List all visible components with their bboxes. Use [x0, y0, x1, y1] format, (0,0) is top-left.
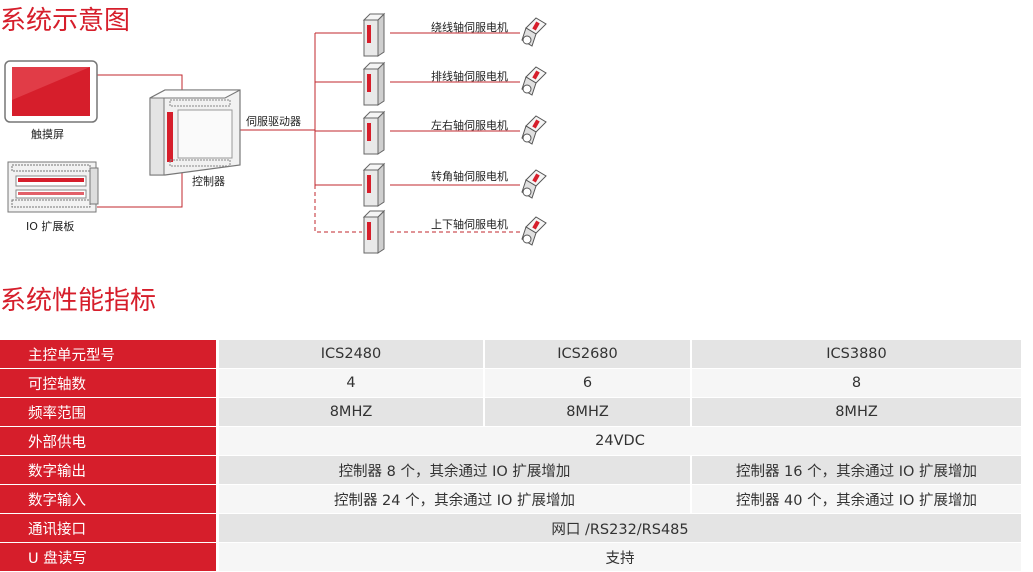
freq-value-3: 8MHZ — [690, 397, 1021, 427]
row-header-frequency: 频率范围 — [0, 397, 219, 427]
row-header-axes: 可控轴数 — [0, 368, 219, 398]
servo-drive-icon-2 — [362, 61, 386, 106]
touchscreen-label: 触摸屏 — [31, 128, 64, 141]
row-header-model: 主控单元型号 — [0, 340, 219, 369]
axes-value-1: 4 — [217, 368, 484, 398]
table-row: 可控轴数 4 6 8 — [0, 368, 1021, 398]
specs-section-title: 系统性能指标 — [0, 286, 157, 316]
io-board-icon — [7, 161, 99, 213]
connection-lines — [97, 32, 520, 233]
system-diagram — [4, 12, 547, 254]
servo-drive-label: 伺服驱动器 — [246, 115, 301, 128]
line-io-controller — [97, 171, 183, 208]
diagram-section-title: 系统示意图 — [0, 6, 131, 36]
freq-value-1: 8MHZ — [217, 397, 484, 427]
motor-label-3: 左右轴伺服电机 — [431, 119, 508, 132]
power-value: 24VDC — [217, 426, 1021, 456]
model-ics2680: ICS2680 — [483, 340, 691, 369]
servo-motor-icon-2 — [521, 66, 547, 96]
controller-icon — [149, 89, 241, 176]
table-row: 数字输出 控制器 8 个，其余通过 IO 扩展增加 控制器 16 个，其余通过 … — [0, 455, 1021, 485]
table-row: 外部供电 24VDC — [0, 426, 1021, 456]
motor-label-4: 转角轴伺服电机 — [431, 170, 508, 183]
servo-motor-icon-3 — [521, 115, 547, 145]
axes-value-2: 6 — [483, 368, 691, 398]
row-header-udisk: U 盘读写 — [0, 542, 219, 572]
freq-value-2: 8MHZ — [483, 397, 691, 427]
udisk-value: 支持 — [217, 542, 1021, 572]
row-header-power: 外部供电 — [0, 426, 219, 456]
servo-motor-icon-4 — [521, 169, 547, 199]
servo-drive-icon-4 — [362, 162, 386, 207]
table-row: 主控单元型号 ICS2480 ICS2680 ICS3880 — [0, 340, 1021, 369]
servo-motor-icon-1 — [521, 17, 547, 47]
io-board-label: IO 扩展板 — [26, 220, 75, 233]
servo-drive-icon-5 — [362, 209, 386, 254]
row-header-communication: 通讯接口 — [0, 513, 219, 543]
model-ics2480: ICS2480 — [217, 340, 484, 369]
servo-drive-icon-1 — [362, 12, 386, 57]
communication-value: 网口 /RS232/RS485 — [217, 513, 1021, 543]
motor-label-5: 上下轴伺服电机 — [431, 218, 508, 231]
table-row: 通讯接口 网口 /RS232/RS485 — [0, 513, 1021, 543]
row-header-digital-output: 数字输出 — [0, 455, 219, 485]
model-ics3880: ICS3880 — [690, 340, 1021, 369]
digital-output-value-b: 控制器 16 个，其余通过 IO 扩展增加 — [690, 455, 1021, 485]
controller-label: 控制器 — [192, 175, 225, 188]
table-row: 数字输入 控制器 24 个，其余通过 IO 扩展增加 控制器 40 个，其余通过… — [0, 484, 1021, 514]
motor-label-2: 排线轴伺服电机 — [431, 70, 508, 83]
optional-bus-line — [314, 185, 362, 233]
table-row: 频率范围 8MHZ 8MHZ 8MHZ — [0, 397, 1021, 427]
servo-motor-icon-5 — [521, 216, 547, 246]
axes-value-3: 8 — [690, 368, 1021, 398]
spec-table: 主控单元型号 ICS2480 ICS2680 ICS3880 可控轴数 4 6 … — [0, 340, 1021, 572]
touchscreen-icon — [4, 60, 98, 123]
digital-input-value-a: 控制器 24 个，其余通过 IO 扩展增加 — [217, 484, 691, 514]
digital-output-value-a: 控制器 8 个，其余通过 IO 扩展增加 — [217, 455, 691, 485]
digital-input-value-b: 控制器 40 个，其余通过 IO 扩展增加 — [690, 484, 1021, 514]
row-header-digital-input: 数字输入 — [0, 484, 219, 514]
servo-drive-icon-3 — [362, 110, 386, 155]
table-row: U 盘读写 支持 — [0, 542, 1021, 572]
motor-label-1: 绕线轴伺服电机 — [431, 21, 508, 34]
